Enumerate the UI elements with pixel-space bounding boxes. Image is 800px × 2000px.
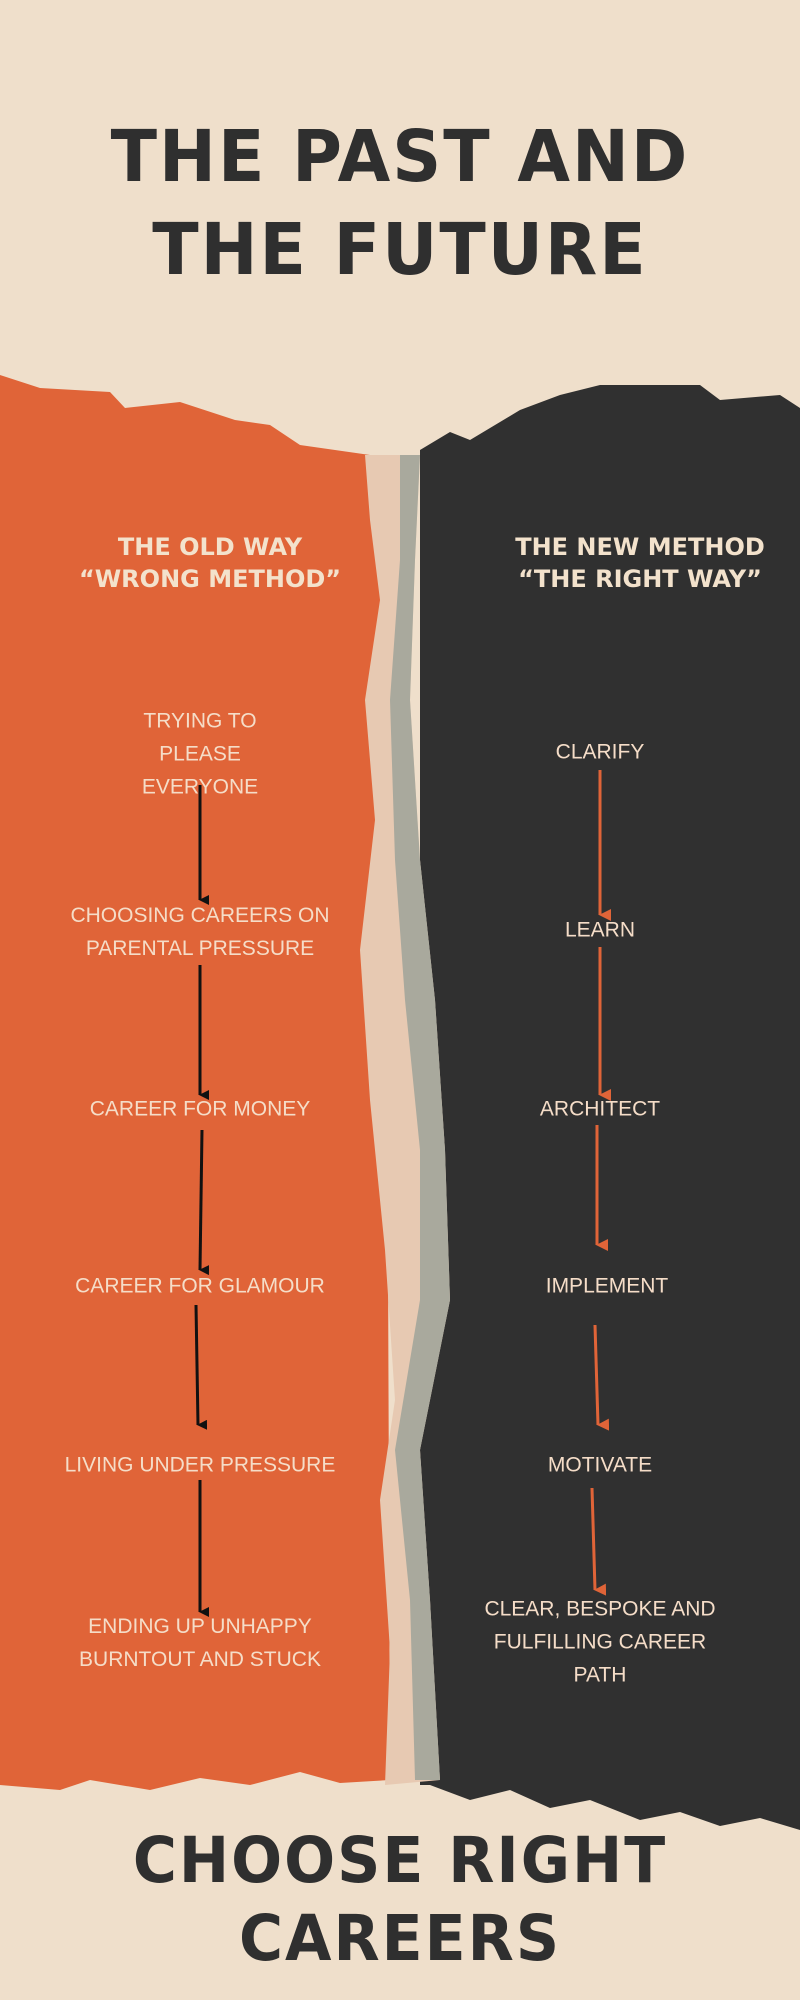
- new-way-heading-line1: THE NEW METHOD: [515, 533, 765, 561]
- old-way-heading: THE OLD WAY “WRONG METHOD”: [20, 531, 400, 595]
- new-way-heading-line2: “THE RIGHT WAY”: [518, 565, 762, 593]
- old-step-3: CAREER FOR MONEY: [89, 1097, 311, 1121]
- new-step-5: MOTIVATE: [547, 1453, 653, 1477]
- new-step-6: CLEAR, BESPOKE AND FULFILLING CAREER PAT…: [484, 1597, 716, 1687]
- old-step-6: ENDING UP UNHAPPY BURNTOUT AND STUCK: [79, 1615, 321, 1671]
- footer-line2: CAREERS: [238, 1902, 562, 1976]
- new-step-1: CLARIFY: [555, 740, 645, 764]
- dark-panel: [420, 385, 800, 1830]
- right-arrows: [590, 770, 611, 1596]
- old-way-heading-line1: THE OLD WAY: [117, 533, 303, 561]
- new-step-2: LEARN: [564, 918, 636, 942]
- new-way-heading: THE NEW METHOD “THE RIGHT WAY”: [450, 531, 800, 595]
- new-step-4: IMPLEMENT: [545, 1274, 669, 1298]
- old-step-4: CAREER FOR GLAMOUR: [75, 1274, 325, 1298]
- orange-panel: [0, 375, 390, 1790]
- old-step-5: LIVING UNDER PRESSURE: [64, 1453, 336, 1477]
- torn-strip: [360, 455, 450, 1785]
- old-way-heading-line2: “WRONG METHOD”: [78, 565, 342, 593]
- page-title-line2: THE FUTURE: [152, 209, 648, 292]
- old-step-1: TRYING TO PLEASE EVERYONE: [141, 709, 259, 799]
- footer-line1: CHOOSE RIGHT: [132, 1824, 668, 1898]
- new-step-3: ARCHITECT: [539, 1097, 661, 1121]
- page-title-line1: THE PAST AND: [110, 116, 690, 199]
- left-arrows: [194, 785, 210, 1617]
- old-step-2: CHOOSING CAREERS ON PARENTAL PRESSURE: [70, 904, 330, 960]
